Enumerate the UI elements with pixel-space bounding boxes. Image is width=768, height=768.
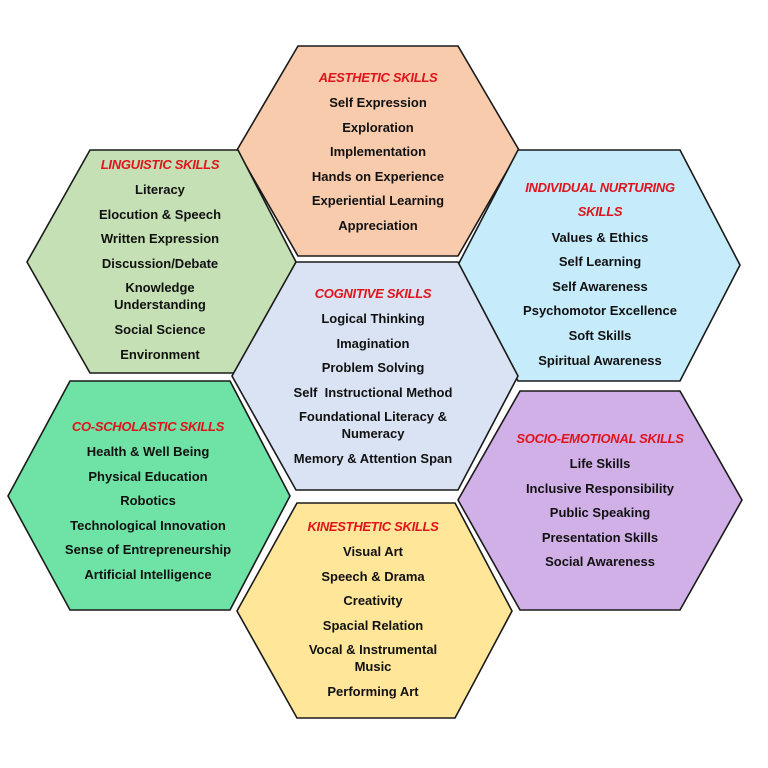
co-scholastic-skill-item: Artificial Intelligence bbox=[84, 567, 212, 583]
individual-nurturing-skill-item: Psychomotor Excellence bbox=[523, 303, 677, 319]
cognitive-title: COGNITIVE SKILLS bbox=[314, 285, 432, 301]
individual-nurturing-skill-item: Spiritual Awareness bbox=[538, 352, 662, 368]
socio-emotional-skill-item: Inclusive Responsibility bbox=[525, 480, 675, 496]
co-scholastic-skill-item: Robotics bbox=[120, 493, 176, 509]
aesthetic-skill-item: Implementation bbox=[329, 144, 427, 160]
kinesthetic-skill-item: Vocal & Instrumental Music bbox=[308, 642, 438, 675]
linguistic-skill-item: Environment bbox=[120, 346, 200, 362]
linguistic-skill-item: Knowledge Understanding bbox=[114, 280, 206, 313]
cognitive-skill-item: Imagination bbox=[336, 335, 410, 351]
co-scholastic-hexagon bbox=[7, 380, 291, 611]
cognitive-skill-item: Problem Solving bbox=[321, 360, 425, 376]
aesthetic-title: AESTHETIC SKILLS bbox=[318, 69, 438, 85]
cognitive-skill-item: Logical Thinking bbox=[321, 311, 425, 327]
aesthetic-skill-item: Hands on Experience bbox=[311, 168, 445, 184]
socio-emotional-title: SOCIO-EMOTIONAL SKILLS bbox=[516, 430, 684, 446]
cognitive-skill-item: Memory & Attention Span bbox=[293, 451, 453, 467]
co-scholastic-title: CO-SCHOLASTIC SKILLS bbox=[71, 418, 225, 434]
socio-emotional-skill-item: Social Awareness bbox=[545, 554, 655, 570]
cognitive-skill-item: Self Instructional Method bbox=[293, 384, 453, 400]
individual-nurturing-text-block: INDIVIDUAL NURTURING SKILLS Values & Ethi… bbox=[523, 176, 677, 373]
socio-emotional-skill-item: Presentation Skills bbox=[541, 529, 659, 545]
co-scholastic-skill-item: Health & Well Being bbox=[86, 444, 210, 460]
individual-nurturing-title: INDIVIDUAL NURTURING SKILLS bbox=[525, 179, 675, 220]
kinesthetic-skill-item: Performing Art bbox=[327, 684, 419, 700]
linguistic-skill-item: Discussion/Debate bbox=[101, 255, 219, 271]
aesthetic-skill-item: Experiential Learning bbox=[311, 193, 445, 209]
linguistic-skill-item: Elocution & Speech bbox=[98, 206, 222, 222]
socio-emotional-hexagon bbox=[457, 390, 743, 611]
linguistic-skill-item: Literacy bbox=[135, 182, 185, 198]
individual-nurturing-skill-item: Self Awareness bbox=[552, 278, 648, 294]
socio-emotional-skill-item: Life Skills bbox=[569, 456, 631, 472]
individual-nurturing-skill-item: Soft Skills bbox=[568, 328, 632, 344]
kinesthetic-title: KINESTHETIC SKILLS bbox=[307, 518, 439, 534]
linguistic-title: LINGUISTIC SKILLS bbox=[100, 156, 220, 172]
aesthetic-skill-item: Self Expression bbox=[329, 95, 427, 111]
co-scholastic-skill-item: Sense of Entrepreneurship bbox=[64, 542, 232, 558]
kinesthetic-skill-item: Spacial Relation bbox=[322, 617, 424, 633]
individual-nurturing-skill-item: Values & Ethics bbox=[551, 229, 649, 245]
cognitive-skill-item: Foundational Literacy & Numeracy bbox=[298, 409, 448, 442]
aesthetic-skill-item: Appreciation bbox=[338, 218, 418, 234]
aesthetic-skill-item: Exploration bbox=[342, 119, 414, 135]
kinesthetic-skill-item: Creativity bbox=[343, 593, 403, 609]
kinesthetic-skill-item: Visual Art bbox=[343, 544, 403, 560]
individual-nurturing-skill-item: Self Learning bbox=[558, 254, 642, 270]
linguistic-skill-item: Written Expression bbox=[100, 231, 220, 247]
cognitive-hexagon bbox=[231, 261, 519, 491]
kinesthetic-skill-item: Speech & Drama bbox=[321, 568, 425, 584]
linguistic-skill-item: Social Science bbox=[114, 322, 206, 338]
socio-emotional-skill-item: Public Speaking bbox=[549, 505, 651, 521]
co-scholastic-skill-item: Physical Education bbox=[88, 468, 208, 484]
co-scholastic-skill-item: Technological Innovation bbox=[70, 517, 226, 533]
kinesthetic-hexagon bbox=[236, 502, 513, 719]
